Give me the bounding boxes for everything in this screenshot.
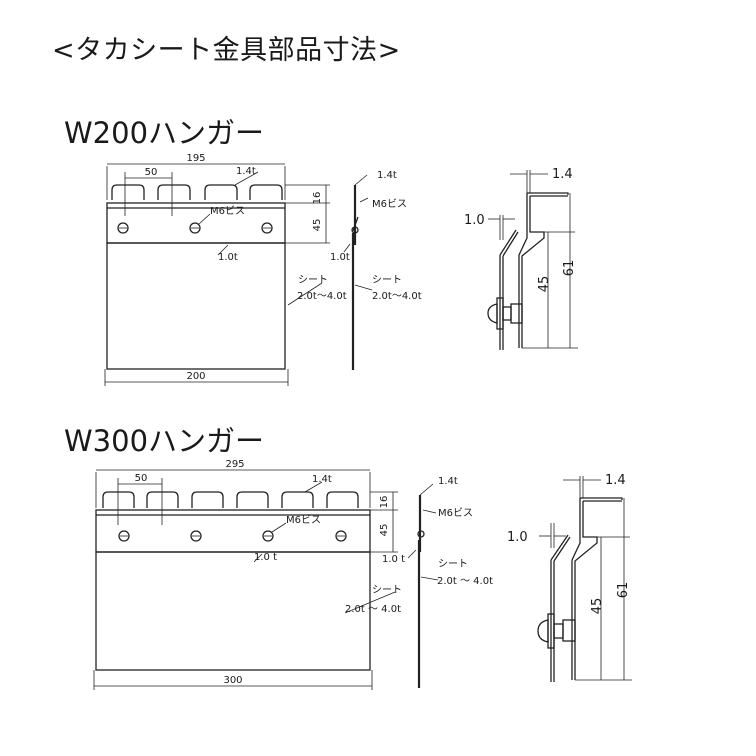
w300-side-view: 1.4t M6ビス 1.0 t シート 2.0t ～ 4.0t [382,476,493,688]
w200-side-base-t: 1.0t [330,252,350,263]
w200-side-view: 1.4t M6ビス 1.0t シート 2.0t～4.0t [330,170,422,370]
w300-height-mid: 45 [379,524,390,537]
section-heading-w200: W200ハンガー [64,116,265,150]
w300-plate-t: 1.4t [312,474,332,485]
w300-sheet-range: 2.0t ～ 4.0t [345,604,401,615]
w300-sheet-label: シート [372,585,402,596]
w200-side-plate-t: 1.4t [377,170,397,181]
w200-side-screw: M6ビス [372,198,407,210]
w300-slot-pitch: 50 [135,473,148,484]
w200-slot-pitch: 50 [145,167,158,178]
w200-sheet-range: 2.0t～4.0t [297,291,347,302]
w200-detail-top: 1.4 [552,167,573,182]
w200-detail-view: 1.4 1.0 45 61 [464,167,578,350]
w200-height-mid: 45 [312,219,323,232]
w200-height-top: 16 [312,192,323,205]
w300-base-t: 1.0 t [254,552,277,563]
w300-side-base-t: 1.0 t [382,554,405,565]
w200-detail-left: 1.0 [464,213,485,228]
w300-detail-left: 1.0 [507,530,528,545]
w300-side-sheet-label: シート [438,559,468,570]
w300-side-screw: M6ビス [438,507,473,519]
w300-side-sheet-range: 2.0t ～ 4.0t [437,576,493,587]
w300-screw: M6ビス [286,514,321,526]
w300-width-top: 295 [225,459,244,470]
w200-plate-t: 1.4t [236,166,256,177]
w300-detail-top: 1.4 [605,473,626,488]
w200-side-sheet-label: シート [372,275,402,286]
w200-width-top: 195 [186,153,205,164]
w300-front-view: 295 50 1.4t M6ビス 1.0 t 300 16 45 [93,459,402,690]
w200-side-sheet-range: 2.0t～4.0t [372,291,422,302]
w200-screw: M6ビス [210,205,245,217]
w200-width-bottom: 200 [186,371,205,382]
w200-front-view: 195 50 1.4t M6ビス 1.0t 200 [104,153,347,386]
w200-sheet-label: シート [298,275,328,286]
w200-base-t: 1.0t [218,252,238,263]
w200-detail-outer: 61 [562,260,577,277]
section-heading-w300: W300ハンガー [64,424,265,458]
w300-height-top: 16 [379,496,390,509]
w300-width-bottom: 300 [223,675,242,686]
w300-detail-view: 1.4 1.0 45 61 [507,473,632,682]
w300-detail-inner: 45 [590,598,605,615]
page-title: <タカシート金具部品寸法> [52,35,401,66]
w300-side-plate-t: 1.4t [438,476,458,487]
w300-detail-outer: 61 [616,582,631,599]
w200-detail-inner: 45 [537,276,552,293]
